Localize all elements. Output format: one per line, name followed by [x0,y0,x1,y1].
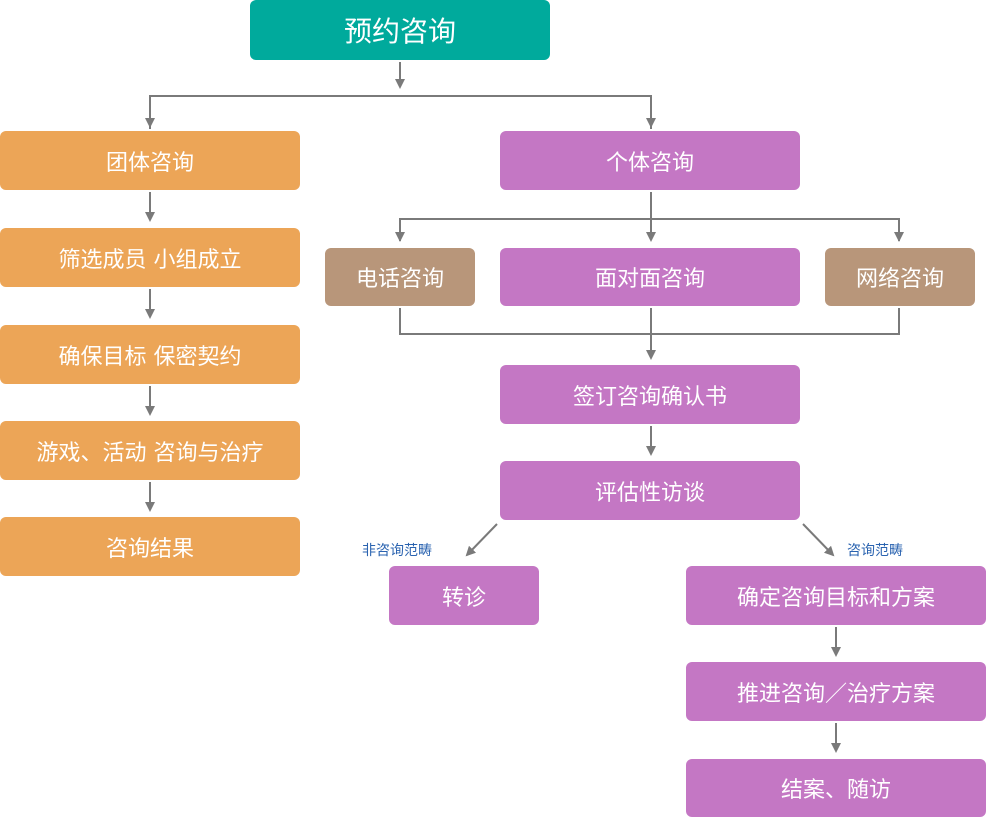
node-group: 团体咨询 [0,131,300,190]
node-phone: 电话咨询 [325,248,475,306]
node-advance: 推进咨询／治疗方案 [686,662,986,721]
node-face-to-face: 面对面咨询 [500,248,800,306]
edge-label-not-in-scope: 非咨询范畴 [362,543,432,559]
connector-individual-split [399,218,900,241]
connector-to-goal [802,523,835,557]
node-individual: 个体咨询 [500,131,800,190]
node-assess: 评估性访谈 [500,461,800,520]
node-group-step3: 游戏、活动 咨询与治疗 [0,421,300,480]
edge-label-in-scope: 咨询范畴 [847,543,903,559]
node-group-step1: 筛选成员 小组成立 [0,228,300,287]
connector-channels-merge [399,308,900,335]
connector-to-referral [465,523,498,557]
node-sign: 签订咨询确认书 [500,365,800,424]
node-online: 网络咨询 [825,248,975,306]
connector-root-split [149,95,652,129]
node-group-step2: 确保目标 保密契约 [0,325,300,384]
node-close: 结案、随访 [686,759,986,817]
node-group-result: 咨询结果 [0,517,300,576]
node-referral: 转诊 [389,566,539,625]
node-goal: 确定咨询目标和方案 [686,566,986,625]
node-root: 预约咨询 [250,0,550,60]
